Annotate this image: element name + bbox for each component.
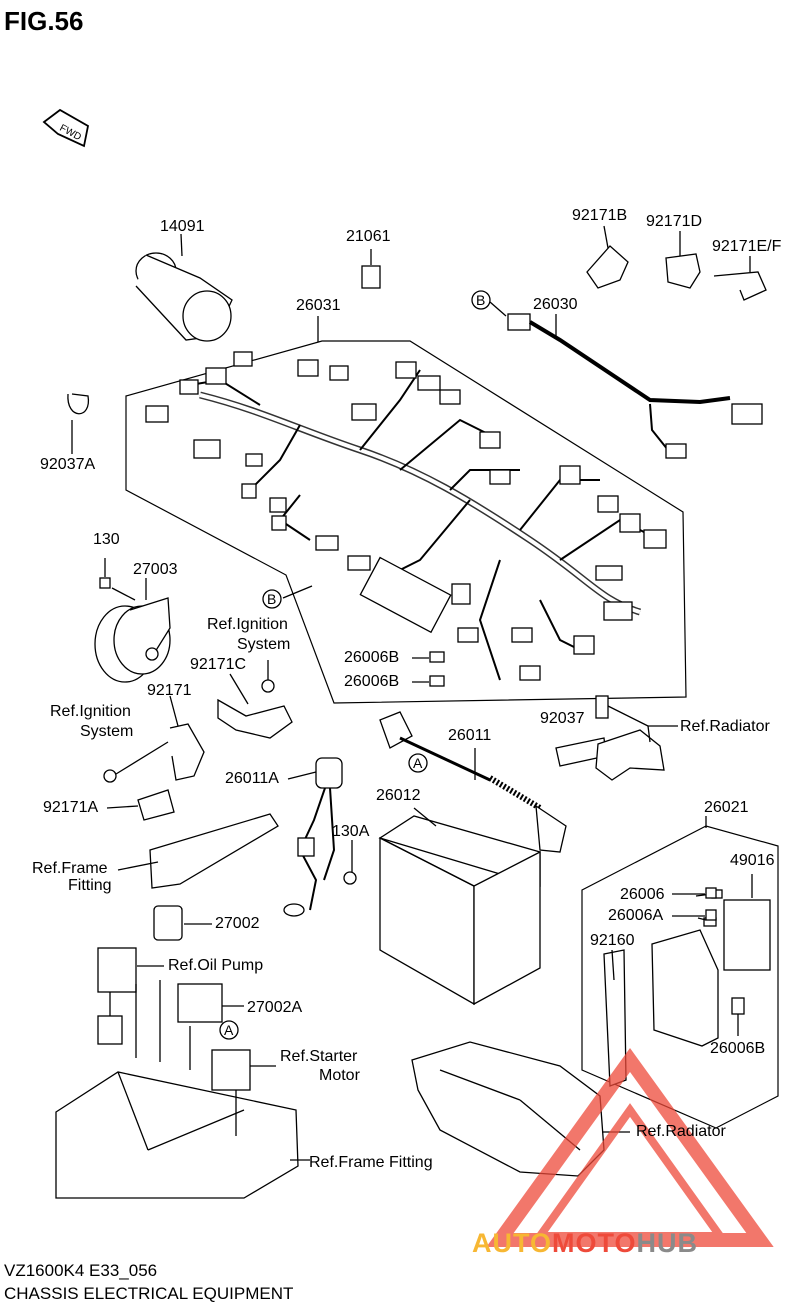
part-label-26006B-2[interactable]: 26006B xyxy=(344,673,400,690)
part-label-26030[interactable]: 26030 xyxy=(533,296,578,313)
part-label-92171C[interactable]: 92171C xyxy=(190,656,247,673)
harness-outline-26031 xyxy=(125,340,687,704)
marker-b-left-letter[interactable]: B xyxy=(267,591,277,607)
part-label-92171B[interactable]: 92171B xyxy=(572,207,628,224)
bracket-92037 xyxy=(555,695,665,781)
part-label-92171D[interactable]: 92171D xyxy=(646,213,703,230)
ref-radiator-1[interactable]: Ref.Radiator xyxy=(680,718,770,735)
part-label-26011[interactable]: 26011 xyxy=(448,727,492,744)
part-label-26012[interactable]: 26012 xyxy=(376,787,421,804)
watermark-logo xyxy=(486,1048,774,1247)
part-label-26006B-1[interactable]: 26006B xyxy=(344,649,400,666)
relay-27002 xyxy=(153,905,183,941)
oil-pump-relay xyxy=(97,947,137,1045)
model-code: VZ1600K4 E33_056 xyxy=(4,1261,158,1280)
fuse-21061 xyxy=(361,265,381,289)
frame-fitting-plate xyxy=(149,813,279,889)
clamp-92171EF xyxy=(713,271,767,301)
relay-27002A xyxy=(177,983,223,1023)
starter-relay xyxy=(211,1049,251,1091)
part-label-27003[interactable]: 27003 xyxy=(133,561,178,578)
marker-a-cable xyxy=(408,753,428,773)
ref-starter-motor-line1[interactable]: Ref.Starter xyxy=(280,1048,358,1065)
section-title: CHASSIS ELECTRICAL EQUIPMENT xyxy=(4,1284,294,1303)
canister-14091 xyxy=(135,252,233,342)
frame-fitting-tray xyxy=(55,1071,299,1199)
clamp-92171D xyxy=(665,253,701,289)
part-label-21061[interactable]: 21061 xyxy=(346,228,391,245)
ref-oil-pump[interactable]: Ref.Oil Pump xyxy=(168,957,264,974)
ref-ignition-system-2-line2[interactable]: System xyxy=(80,723,134,740)
marker-a-cable-letter[interactable]: A xyxy=(413,755,423,771)
fwd-arrow-icon: FWD xyxy=(42,108,90,148)
watermark-part3: HUB xyxy=(636,1228,699,1258)
part-label-27002[interactable]: 27002 xyxy=(215,915,260,932)
part-label-26031[interactable]: 26031 xyxy=(296,297,341,314)
part-label-92160[interactable]: 92160 xyxy=(590,932,635,949)
part-label-14091[interactable]: 14091 xyxy=(160,218,205,235)
part-label-49016[interactable]: 49016 xyxy=(730,852,775,869)
horn-27003 xyxy=(94,597,171,683)
part-label-92037[interactable]: 92037 xyxy=(540,710,585,727)
bracket-92160 xyxy=(603,949,627,1087)
radiator-cover xyxy=(411,1041,605,1177)
cable-26011A xyxy=(283,757,343,917)
holder-92171A xyxy=(137,789,175,821)
bolt-130 xyxy=(99,577,111,589)
watermark-part2: MOTO xyxy=(552,1228,637,1258)
watermark-part1: AUTO xyxy=(472,1228,553,1258)
part-label-130[interactable]: 130 xyxy=(93,531,120,548)
bracket-92171 xyxy=(169,723,205,781)
part-label-92171[interactable]: 92171 xyxy=(147,682,192,699)
marker-a-relay-letter[interactable]: A xyxy=(224,1022,234,1038)
marker-b-left xyxy=(262,589,282,609)
ref-ignition-system-1-line1[interactable]: Ref.Ignition xyxy=(207,616,288,633)
ref-starter-motor-line2[interactable]: Motor xyxy=(319,1067,360,1084)
marker-b-top-letter[interactable]: B xyxy=(476,292,486,308)
ref-frame-fitting-1-line2[interactable]: Fitting xyxy=(68,877,112,894)
marker-a-relay xyxy=(219,1020,239,1040)
ref-ignition-system-2-line1[interactable]: Ref.Ignition xyxy=(50,703,131,720)
part-label-92171A[interactable]: 92171A xyxy=(43,799,99,816)
part-label-92037A[interactable]: 92037A xyxy=(40,456,96,473)
part-label-26006A[interactable]: 26006A xyxy=(608,907,664,924)
part-label-130A[interactable]: 130A xyxy=(332,823,370,840)
part-label-26011A[interactable]: 26011A xyxy=(225,770,279,787)
battery-26012 xyxy=(378,815,541,1006)
part-label-26021[interactable]: 26021 xyxy=(704,799,749,816)
part-label-92171EF[interactable]: 92171E/F xyxy=(712,238,782,255)
marker-b-top xyxy=(471,290,491,310)
ref-frame-fitting-2[interactable]: Ref.Frame Fitting xyxy=(309,1154,433,1171)
part-label-26006[interactable]: 26006 xyxy=(620,886,665,903)
part-label-27002A[interactable]: 27002A xyxy=(247,999,303,1016)
figure-title: FIG.56 xyxy=(4,6,84,36)
clamp-92171B xyxy=(586,245,629,289)
part-label-26006B-3[interactable]: 26006B xyxy=(710,1040,766,1057)
bracket-92171C xyxy=(217,698,293,739)
ref-ignition-system-1-line2[interactable]: System xyxy=(237,636,291,653)
sub-harness-26030 xyxy=(507,313,763,459)
ref-frame-fitting-1-line1[interactable]: Ref.Frame xyxy=(32,860,108,877)
clip-92037A xyxy=(67,393,89,415)
ref-radiator-2[interactable]: Ref.Radiator xyxy=(636,1123,726,1140)
ecu-unit xyxy=(651,889,771,1047)
watermark-brand: AUTOMOTOHUB xyxy=(472,1228,698,1259)
